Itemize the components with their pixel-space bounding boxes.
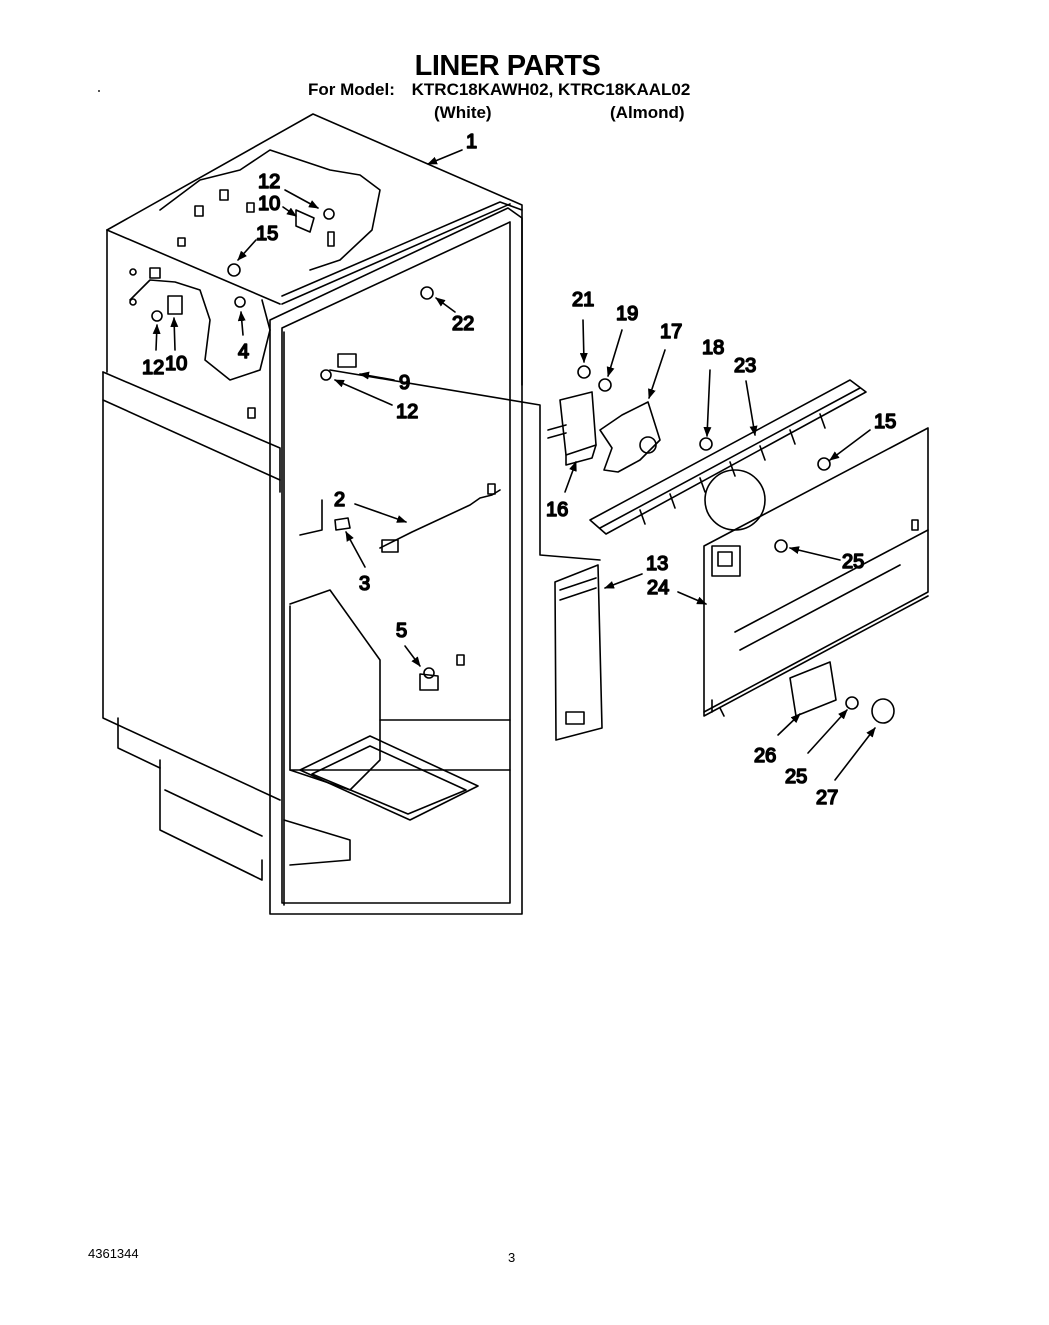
callout-numbers: 1 12 10 15 4 12 10 22 9 12 2 3 5 21 19 1…: [141, 130, 897, 810]
document-number: 4361344: [88, 1246, 139, 1261]
page-title: LINER PARTS: [414, 50, 601, 82]
fan-assembly: [547, 365, 867, 535]
page-number: 3: [508, 1250, 516, 1265]
wire-connector: [327, 231, 335, 247]
callout-12-left: 12: [142, 357, 164, 379]
callout-5: 5: [396, 620, 407, 642]
callout-4: 4: [238, 341, 249, 363]
screw-12-upper: [323, 208, 335, 220]
callout-2: 2: [334, 489, 345, 511]
model-line: For Model: KTRC18KAWH02, KTRC18KAAL02: [308, 80, 690, 100]
harness-plug: [381, 539, 399, 553]
callout-18: 18: [702, 337, 724, 359]
fan-motor-16: [559, 391, 597, 456]
plate-26: [789, 661, 837, 717]
callout-10-left: 10: [165, 353, 187, 375]
callout-12-top: 12: [258, 171, 280, 193]
screw-15-grille: [817, 457, 831, 471]
bumper-5-cap: [423, 667, 435, 679]
screw-18: [699, 437, 713, 451]
screw-12-mid: [320, 369, 332, 381]
callout-19: 19: [616, 303, 638, 325]
bumper-5: [419, 673, 439, 691]
callout-1: 1: [466, 131, 477, 153]
stray-mark: [98, 90, 100, 92]
callout-10-top: 10: [258, 193, 280, 215]
callout-15-left: 15: [256, 223, 278, 245]
fan-blade-17: [599, 401, 661, 473]
callout-23: 23: [734, 355, 756, 377]
air-duct-13: [554, 564, 603, 741]
screw-22: [420, 286, 434, 300]
callout-26: 26: [754, 745, 776, 767]
callout-17: 17: [660, 321, 682, 343]
bracket-4: [234, 296, 246, 308]
callout-22: 22: [452, 313, 474, 335]
callout-15-right: 15: [874, 411, 896, 433]
plug-3: [334, 517, 351, 531]
grommet-19: [598, 378, 612, 392]
screw-15-upper: [227, 263, 241, 277]
clip-9: [337, 353, 357, 368]
leader-lines: [152, 149, 876, 781]
harness-2: [379, 489, 501, 549]
screw-25-upper: [774, 539, 788, 553]
callout-25-bottom: 25: [785, 766, 807, 788]
clip-10-upper: [295, 209, 315, 233]
model-numbers: KTRC18KAWH02, KTRC18KAAL02: [411, 80, 691, 99]
callout-21: 21: [572, 289, 594, 311]
callout-16: 16: [546, 499, 568, 521]
rear-cover-24: [703, 427, 929, 724]
screw-12-lower: [151, 310, 163, 322]
knob-27: [871, 698, 895, 724]
grille-23: [589, 379, 867, 535]
screw-25-lower: [845, 696, 859, 710]
liner-hardware: [151, 208, 501, 691]
variant-almond: (Almond): [610, 103, 685, 122]
screw-21: [577, 365, 591, 379]
callout-25-right: 25: [842, 551, 864, 573]
callout-9: 9: [399, 372, 410, 394]
variant-white: (White): [434, 103, 492, 122]
callout-3: 3: [359, 573, 370, 595]
clip-10-lower: [167, 295, 183, 315]
callout-27: 27: [816, 787, 838, 809]
callout-24: 24: [647, 577, 669, 599]
callout-12-mid: 12: [396, 401, 418, 423]
liner-cabinet: [102, 113, 601, 915]
model-label: For Model:: [308, 80, 395, 99]
callout-13: 13: [646, 553, 668, 575]
